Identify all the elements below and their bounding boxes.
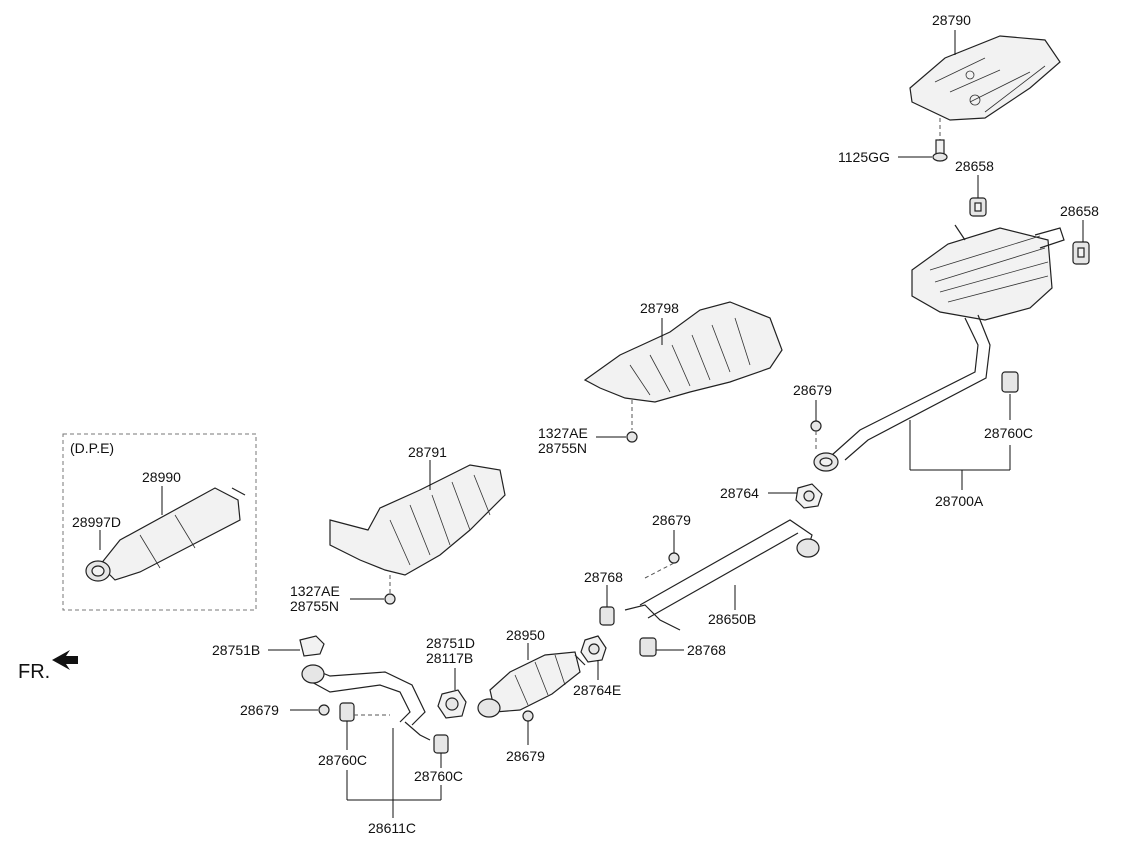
nut-28679-top (810, 420, 822, 432)
label-28760C-left: 28760C (318, 752, 367, 768)
dpf-28990 (85, 487, 246, 582)
hanger-28760C-right (1001, 371, 1019, 393)
intermediate-pipe (813, 314, 991, 472)
label-28997D: 28997D (72, 514, 121, 530)
label-28679-bottom: 28679 (506, 748, 545, 764)
label-28679-mid: 28679 (652, 512, 691, 528)
label-28679-top: 28679 (793, 382, 832, 398)
label-28990: 28990 (142, 469, 181, 485)
heat-protector-28791 (329, 464, 506, 576)
label-28791: 28791 (408, 444, 447, 460)
label-28768-b: 28768 (687, 642, 726, 658)
label-28760C-right: 28760C (984, 425, 1033, 441)
label-28798: 28798 (640, 300, 679, 316)
label-28764: 28764 (720, 485, 759, 501)
front-label: FR. (18, 661, 50, 683)
label-28768-a: 28768 (584, 569, 623, 585)
heat-protector-28790 (909, 35, 1061, 121)
label-28755N-top: 28755N (538, 440, 587, 456)
catalytic-converter-28950 (477, 651, 586, 718)
front-pipe-28611C (301, 664, 431, 741)
hanger-28768-a (599, 606, 615, 626)
nut-28679-left (318, 704, 330, 716)
front-direction-arrow (52, 650, 78, 670)
label-28790: 28790 (932, 12, 971, 28)
label-28751B: 28751B (212, 642, 260, 658)
label-28764E: 28764E (573, 682, 621, 698)
rear-muffler (911, 224, 1065, 321)
heat-protector-28798 (583, 301, 783, 403)
bolt-1327AE-bottom (384, 593, 396, 605)
label-1125GG: 1125GG (838, 149, 890, 165)
label-1327AE-top: 1327AE (538, 425, 588, 441)
gasket-28751B (299, 635, 325, 657)
gasket-28751D (437, 689, 467, 719)
label-28650B: 28650B (708, 611, 756, 627)
label-1327AE-bottom: 1327AE (290, 583, 340, 599)
label-28658-a: 28658 (955, 158, 994, 174)
label-28751D: 28751D (426, 635, 475, 651)
label-28611C: 28611C (368, 820, 416, 836)
label-28679-left: 28679 (240, 702, 279, 718)
nut-28679-bottom (522, 710, 534, 722)
label-28658-b: 28658 (1060, 203, 1099, 219)
dpe-box (62, 433, 257, 611)
gasket-28764 (795, 483, 823, 509)
dpe-title: (D.P.E) (70, 440, 114, 456)
label-28755N-bottom: 28755N (290, 598, 339, 614)
center-pipe-28650B (624, 519, 820, 631)
hanger-28760C-left (339, 702, 355, 722)
bolt-1327AE-top (626, 431, 638, 443)
label-28950: 28950 (506, 627, 545, 643)
gasket-28764E (580, 635, 607, 663)
hanger-28658-b (1072, 241, 1090, 265)
bolt-1125GG (932, 139, 948, 162)
hanger-28658-a (969, 197, 987, 217)
nut-28679-mid (668, 552, 680, 564)
label-28700A: 28700A (935, 493, 984, 509)
label-28760C-mid: 28760C (414, 768, 463, 784)
hanger-28768-b (639, 637, 657, 657)
hanger-28760C-mid (433, 734, 449, 754)
label-28117B: 28117B (426, 650, 473, 666)
